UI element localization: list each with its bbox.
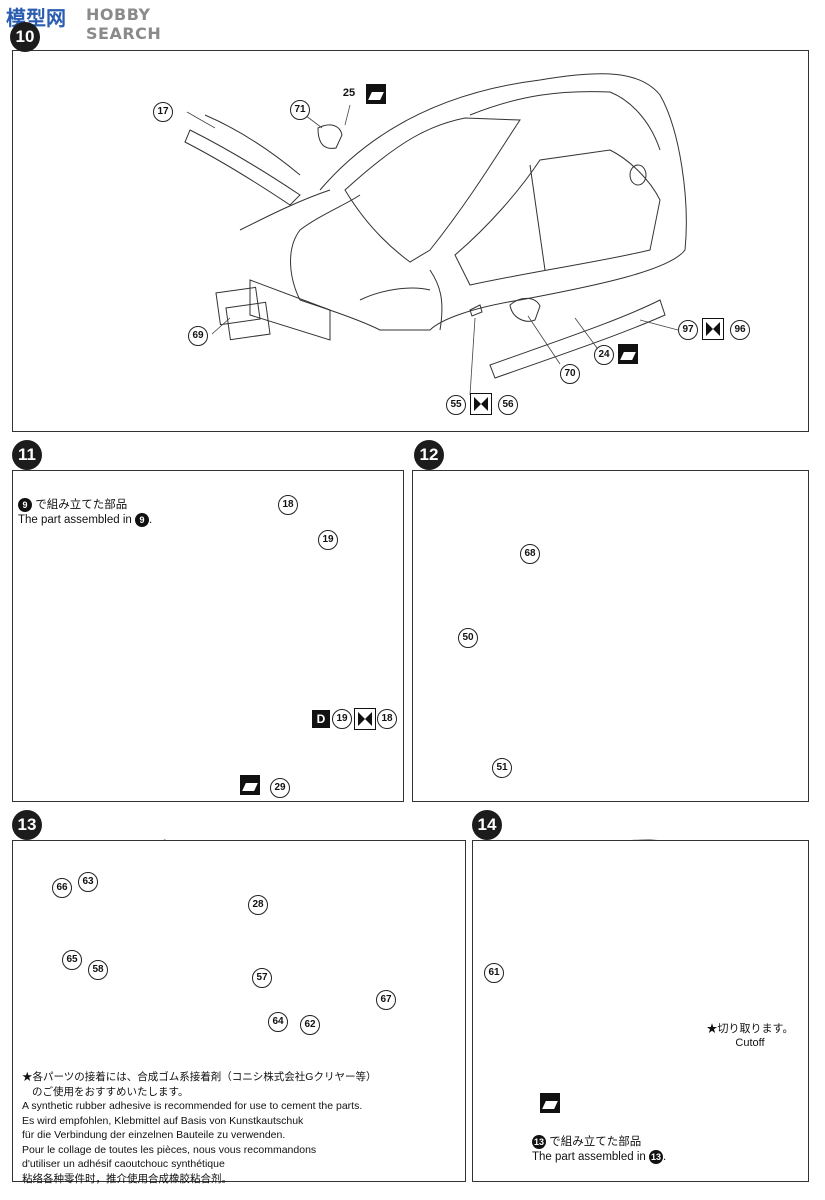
cutoff-note: ★切り取ります。 Cutoff	[700, 1022, 800, 1050]
glue-icon	[366, 84, 386, 104]
cutoff-ja: ★切り取ります。	[706, 1023, 794, 1035]
watermark-text: HOBBY SEARCH	[86, 5, 162, 43]
side-skirt-part-55	[469, 304, 483, 317]
step-ref-13: 13	[532, 1135, 546, 1149]
step-11-panel	[12, 470, 404, 802]
mirror-part-70	[509, 297, 541, 322]
note-line: ★各パーツの接着には、合成ゴム系接着剤（コニシ株式会社Gクリヤー等）	[22, 1071, 377, 1083]
step-ref-13-b: 13	[649, 1150, 663, 1165]
callout-29: 29	[270, 778, 290, 798]
car-body-drawing	[239, 73, 687, 379]
callout-opt-18: 18	[377, 709, 397, 729]
step-13-panel	[12, 840, 466, 1182]
watermark: 模型网 HOBBY SEARCH	[0, 0, 170, 43]
callout-57: 57	[252, 968, 272, 988]
mirror-part-71	[317, 124, 343, 149]
callout-28: 28	[248, 895, 268, 915]
callout-96: 96	[730, 320, 750, 340]
step-14-number: 14	[472, 810, 502, 840]
cutoff-en: Cutoff	[735, 1037, 765, 1049]
assembled-ja: で組み立てた部品	[35, 499, 128, 512]
step-10-number: 10	[10, 22, 40, 52]
callout-56: 56	[498, 395, 518, 415]
note-line: 粘络各种零件时，推介使用合成橡胶粘合剂。	[22, 1172, 232, 1185]
bowtie-icon	[354, 708, 376, 730]
bowtie-icon	[470, 393, 492, 415]
callout-opt-19: 19	[332, 709, 352, 729]
callout-68: 68	[520, 544, 540, 564]
license-plate-part-69	[215, 286, 271, 341]
callout-65: 65	[62, 950, 82, 970]
step-11-number: 11	[12, 440, 42, 470]
adhesive-notes: ★各パーツの接着には、合成ゴム系接着剤（コニシ株式会社Gクリヤー等） のご使用を…	[22, 1070, 462, 1186]
assembled-en: The part assembled in	[18, 514, 132, 527]
wiper-cowl-part-17	[184, 114, 301, 206]
glue-icon	[540, 1093, 560, 1113]
callout-69: 69	[188, 326, 208, 346]
step-12-number: 12	[414, 440, 444, 470]
callout-61: 61	[484, 963, 504, 983]
callout-70: 70	[560, 364, 580, 384]
callout-67: 67	[376, 990, 396, 1010]
callout-64: 64	[268, 1012, 288, 1032]
assembled-en-14: The part assembled in	[532, 1151, 646, 1164]
step-10-panel	[12, 50, 809, 432]
callout-55: 55	[446, 395, 466, 415]
note-line: のご使用をおすすめいたします。	[32, 1085, 189, 1098]
step-12-panel	[412, 470, 809, 802]
callout-17: 17	[153, 102, 173, 122]
note-line: Pour le collage de toutes les pièces, no…	[22, 1143, 317, 1156]
option-d-badge: D	[312, 710, 330, 728]
assembled-note-13: 13 で組み立てた部品 The part assembled in 13.	[532, 1135, 667, 1165]
callout-25: 25	[340, 84, 358, 102]
assembled-ja-14: で組み立てた部品	[549, 1136, 642, 1149]
note-line: d'utiliser un adhésif caoutchouc synthét…	[22, 1158, 225, 1170]
callout-97: 97	[678, 320, 698, 340]
note-line: für die Verbindung der einzelnen Bauteil…	[22, 1129, 286, 1141]
callout-63: 63	[78, 872, 98, 892]
step-ref-9-b: 9	[135, 513, 149, 528]
assembled-note-9: 9 で組み立てた部品 The part assembled in 9.	[18, 498, 153, 528]
callout-50: 50	[458, 628, 478, 648]
step-14-panel	[472, 840, 809, 1182]
step-ref-9: 9	[18, 498, 32, 512]
step-13-number: 13	[12, 810, 42, 840]
note-line: A synthetic rubber adhesive is recommend…	[22, 1100, 363, 1112]
bowtie-icon	[702, 318, 724, 340]
callout-18: 18	[278, 495, 298, 515]
glue-icon	[240, 775, 260, 795]
callout-19: 19	[318, 530, 338, 550]
callout-51: 51	[492, 758, 512, 778]
callout-24: 24	[594, 345, 614, 365]
callout-62: 62	[300, 1015, 320, 1035]
callout-58: 58	[88, 960, 108, 980]
glue-icon	[618, 344, 638, 364]
note-line: Es wird empfohlen, Klebmittel auf Basis …	[22, 1114, 304, 1127]
callout-71: 71	[290, 100, 310, 120]
callout-66: 66	[52, 878, 72, 898]
